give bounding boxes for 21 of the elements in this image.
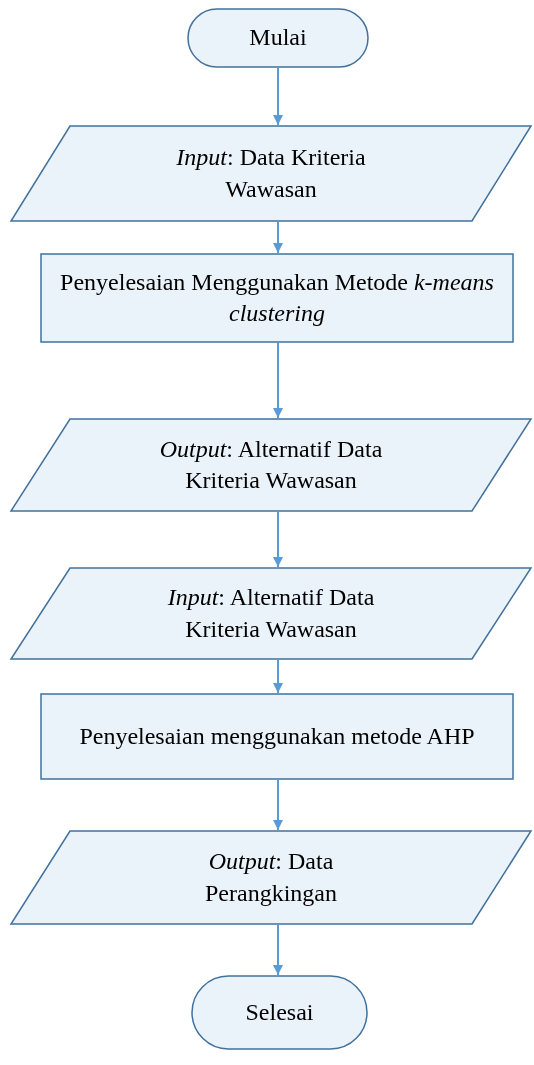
node-label: Mulai: [249, 23, 307, 53]
process-box: [40, 693, 514, 780]
arrow: [273, 779, 283, 831]
input-output-parallelogram: [10, 125, 532, 222]
node-label: Output: Alternatif Data Kriteria Wawasan: [158, 434, 384, 495]
node-label: Input: Data Kriteria Wawasan: [175, 143, 367, 204]
input-output-parallelogram: [10, 567, 532, 660]
node-label: Output: Data Perangkingan: [204, 847, 338, 908]
node-label: Penyelesaian Menggunakan Metode k-means clustering: [59, 267, 495, 328]
arrow: [273, 511, 283, 568]
node-label: Penyelesaian menggunakan metode AHP: [79, 721, 475, 751]
process-box: [40, 253, 514, 343]
arrow: [273, 659, 283, 694]
arrow: [273, 342, 283, 419]
arrow: [273, 924, 283, 976]
node-label: Selesai: [245, 997, 314, 1027]
input-output-parallelogram: [10, 830, 532, 925]
arrow: [273, 67, 283, 126]
arrow: [273, 221, 283, 254]
input-output-parallelogram: [10, 418, 532, 512]
node-label: Input: Alternatif Data Kriteria Wawasan: [166, 583, 376, 644]
